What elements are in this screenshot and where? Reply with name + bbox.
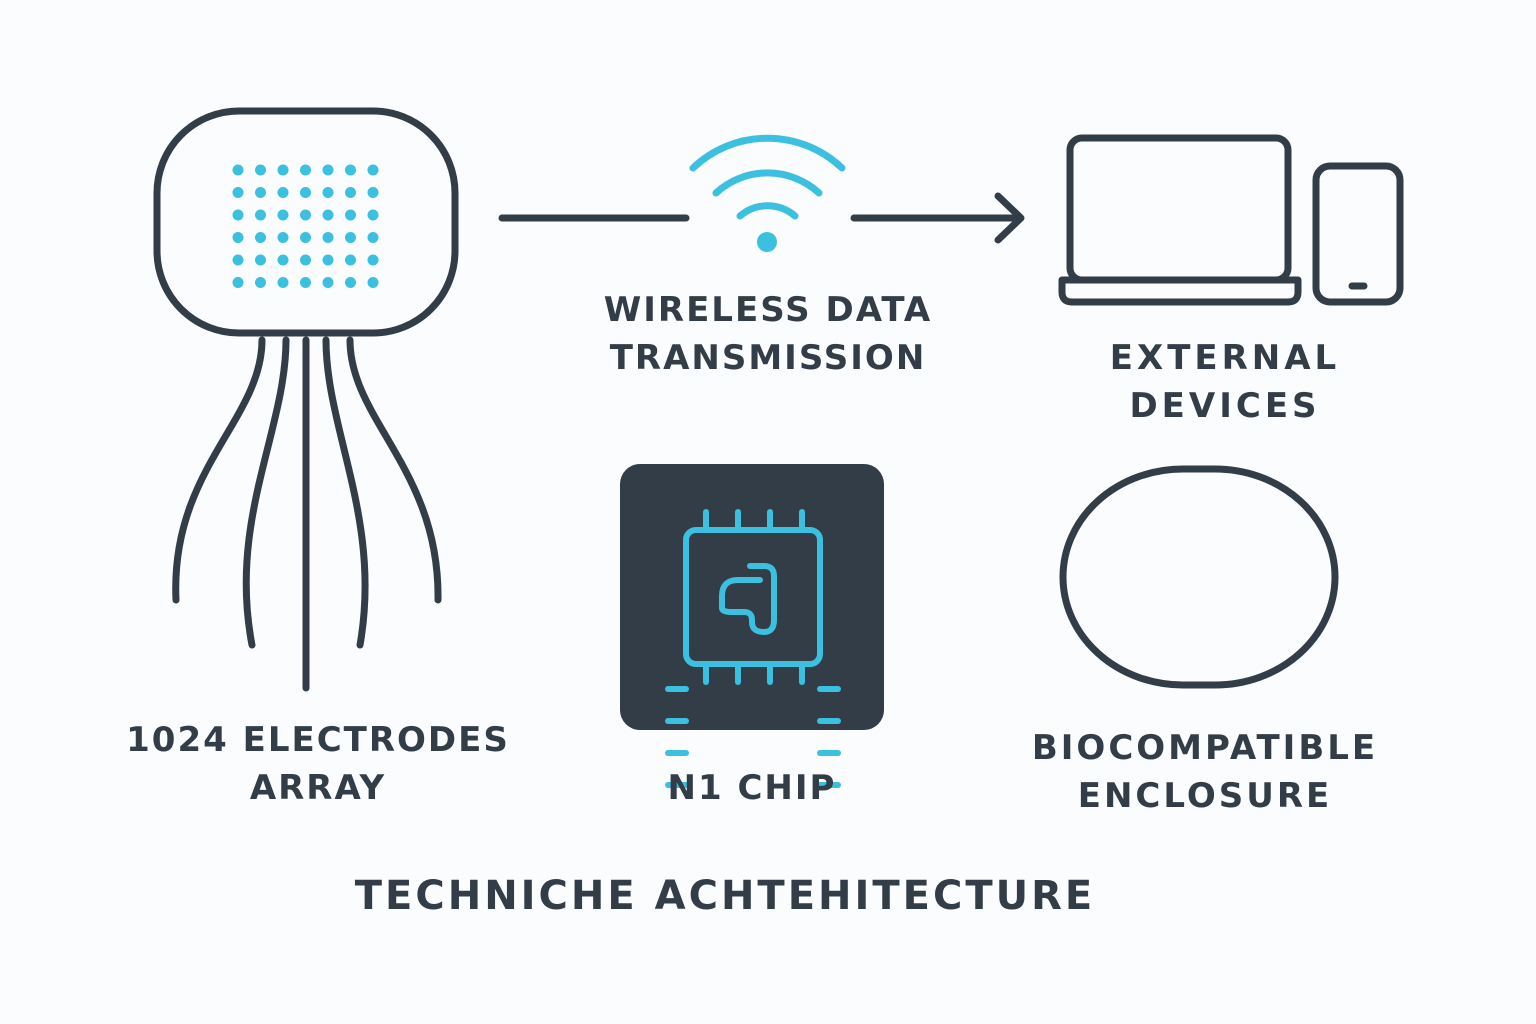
page-title: TECHNICHE ACHTEHITECTURE xyxy=(300,868,1150,924)
electrode-dot xyxy=(255,254,266,266)
electrode-dot xyxy=(345,277,356,288)
electrode-dot xyxy=(255,232,266,243)
electrode-dot xyxy=(300,254,311,266)
arrow-right-icon xyxy=(994,192,1025,244)
electrode-array-icon xyxy=(153,107,459,692)
external-label-line1: EXTERNAL xyxy=(1109,338,1341,378)
electrode-dot xyxy=(322,277,334,288)
electrode-dot xyxy=(367,164,379,176)
electrode-dot xyxy=(232,232,244,243)
wifi-icon xyxy=(689,134,846,252)
electrode-dot xyxy=(232,254,244,266)
enclosure-icon xyxy=(1059,465,1339,689)
electrode-dot xyxy=(345,164,356,176)
electrode-dot xyxy=(232,277,244,288)
wireless-data-transmission-label: WIRELESS DATA TRANSMISSION xyxy=(568,286,968,382)
chip-core xyxy=(683,527,823,667)
electrode-dot xyxy=(345,254,356,266)
electrode-dot xyxy=(277,187,289,198)
enclosure-shape xyxy=(1059,465,1339,689)
chip-pins xyxy=(665,509,841,788)
electrode-dot xyxy=(322,164,334,176)
electrode-dot xyxy=(322,187,334,198)
electrode-dot xyxy=(345,209,356,221)
external-devices-label: EXTERNAL DEVICES xyxy=(1025,334,1425,430)
electrode-dot xyxy=(277,232,289,243)
laptop-icon xyxy=(1058,134,1302,306)
electrode-dot xyxy=(255,164,266,176)
electrode-dot xyxy=(277,164,289,176)
electrode-dot xyxy=(322,232,334,243)
n1-chip-label: N1 CHIP xyxy=(602,764,902,812)
electrode-dot xyxy=(232,164,244,176)
electrode-dot xyxy=(367,254,379,266)
wireless-label-line1: WIRELESS DATA xyxy=(603,290,933,330)
laptop-screen xyxy=(1066,134,1292,284)
electrode-dot xyxy=(300,277,311,288)
electrode-dot xyxy=(300,209,311,221)
electrode-dot xyxy=(232,187,244,198)
electrode-dot xyxy=(345,187,356,198)
chip-trace xyxy=(719,563,777,635)
wireless-link xyxy=(498,192,1025,244)
electrodes-label-line2: ARRAY xyxy=(249,768,387,808)
chip-tile xyxy=(620,464,884,730)
electrode-dot xyxy=(322,254,334,266)
laptop-base xyxy=(1058,276,1302,306)
phone-body xyxy=(1312,162,1404,306)
chip-label: N1 CHIP xyxy=(667,768,837,808)
electrode-dot xyxy=(300,232,311,243)
biocompatible-enclosure-label: BIOCOMPATIBLE ENCLOSURE xyxy=(1000,724,1410,820)
electrode-dot xyxy=(255,187,266,198)
electrodes-array-label: 1024 ELECTRODES ARRAY xyxy=(118,716,518,812)
external-label-line2: DEVICES xyxy=(1129,386,1321,426)
enclosure-label-line2: ENCLOSURE xyxy=(1077,776,1333,816)
enclosure-label-line1: BIOCOMPATIBLE xyxy=(1031,728,1379,768)
wifi-dot xyxy=(757,232,777,252)
electrode-dot xyxy=(255,277,266,288)
electrodes-label-line1: 1024 ELECTRODES xyxy=(126,720,510,760)
electrode-dot xyxy=(367,277,379,288)
title-text: TECHNICHE ACHTEHITECTURE xyxy=(354,873,1096,919)
electrode-dot xyxy=(367,232,379,243)
electrode-body xyxy=(153,107,459,337)
wireless-label-line2: TRANSMISSION xyxy=(609,338,927,378)
electrode-dot xyxy=(255,209,266,221)
phone-icon xyxy=(1312,162,1404,306)
electrode-dot xyxy=(300,187,311,198)
chip-icon xyxy=(620,464,884,788)
electrode-dot xyxy=(367,209,379,221)
electrode-threads xyxy=(172,336,442,692)
electrode-dot xyxy=(300,164,311,176)
electrode-dot xyxy=(367,187,379,198)
electrode-dot-grid xyxy=(232,164,379,288)
electrode-dot xyxy=(345,232,356,243)
electrode-dot xyxy=(277,254,289,266)
electrode-dot xyxy=(277,277,289,288)
electrode-dot xyxy=(322,209,334,221)
electrode-dot xyxy=(277,209,289,221)
electrode-dot xyxy=(232,209,244,221)
